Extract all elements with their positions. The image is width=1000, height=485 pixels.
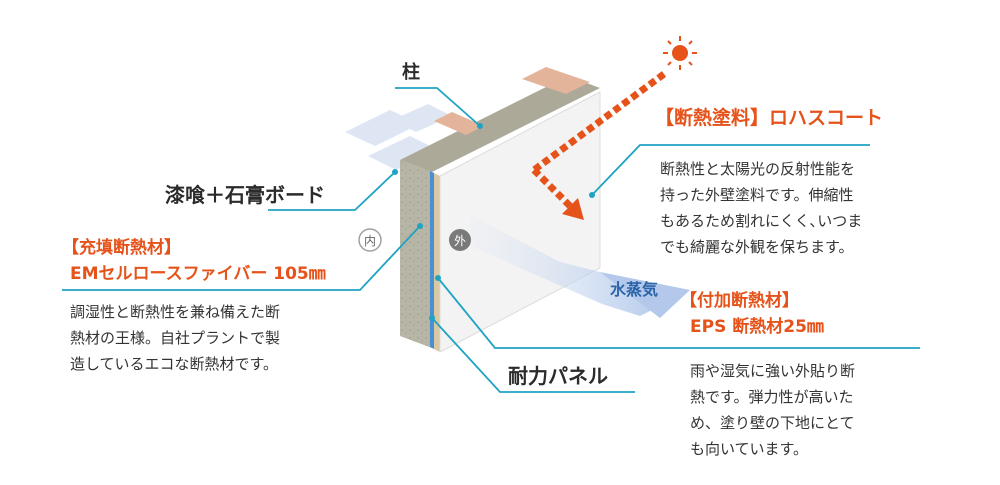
coating-dot [589,192,595,198]
fill-insulation-leader [62,225,421,291]
added-insulation-desc-line: 雨や湿気に強い外貼り断 [690,362,855,380]
plaster-board-face [400,160,432,348]
pillar-block [522,67,590,94]
vapor-streaks-back [345,104,452,170]
added-insulation-title: 【付加断熱材】 [680,290,799,311]
pillar-leader [395,87,481,127]
sun-icon [663,36,697,70]
inside-marker [358,228,382,252]
coating-desc-line: でも綺麗な外観を保ちます。 [660,238,854,256]
pillar-dot [477,123,483,129]
fill-insulation-title: 【充填断熱材】 [62,237,181,258]
sun-ray [531,71,667,220]
outside-marker [449,229,471,251]
added-insulation-dot [435,275,441,281]
added-insulation-desc-line: め、塗り壁の下地にとて [690,414,855,432]
vapor-arrow [470,215,660,316]
plaster-leader [268,171,396,211]
fill-insulation-desc-line: 造しているエコな断熱材です。 [70,355,278,373]
coating-leader [591,144,870,196]
coating-title: 【断熱塗料】ロハスコート [655,106,883,129]
plaster-dot [392,169,398,175]
vapor-arrow-head [600,272,690,318]
vapor-label: 水蒸気 [610,280,658,299]
pillar-block [434,112,484,135]
added-insulation-subtitle: EPS 断熱材25㎜ [690,316,824,337]
fill-insulation-subtitle: EMセルロースファイバー 105㎜ [70,264,326,284]
added-insulation-desc-line: も向いています。 [690,440,808,458]
structural-panel-strip [430,171,434,349]
leader-lines [62,87,920,393]
coating-desc-line: 持った外壁塗料です。伸縮性 [660,186,854,204]
fill-insulation-desc-line: 調湿性と断熱性を兼ね備えた断 [70,303,280,321]
inside-label: 内 [364,234,376,248]
coating-desc-line: 断熱性と太陽光の反射性能を [660,160,855,178]
panel-dot [429,315,435,321]
added-insulation-leader [437,277,920,349]
pillar-label: 柱 [402,61,420,83]
fill-insulation-desc-line: 熱材の王様。自社プラントで製 [70,329,280,347]
outside-label: 外 [454,234,466,248]
coating-desc-line: もあるため割れにくく､いつま [660,212,862,230]
panel-leader [431,317,635,393]
exterior-panel-face [439,91,601,353]
added-insulation-desc-line: 熱です。弾力性が高いた [690,388,854,406]
wall-section [400,67,601,353]
fill-insulation-dot [417,223,423,229]
wall-top-face [400,76,600,172]
plaster-label: 漆喰＋石膏ボード [165,183,325,207]
panel-label: 耐力パネル [508,364,608,388]
